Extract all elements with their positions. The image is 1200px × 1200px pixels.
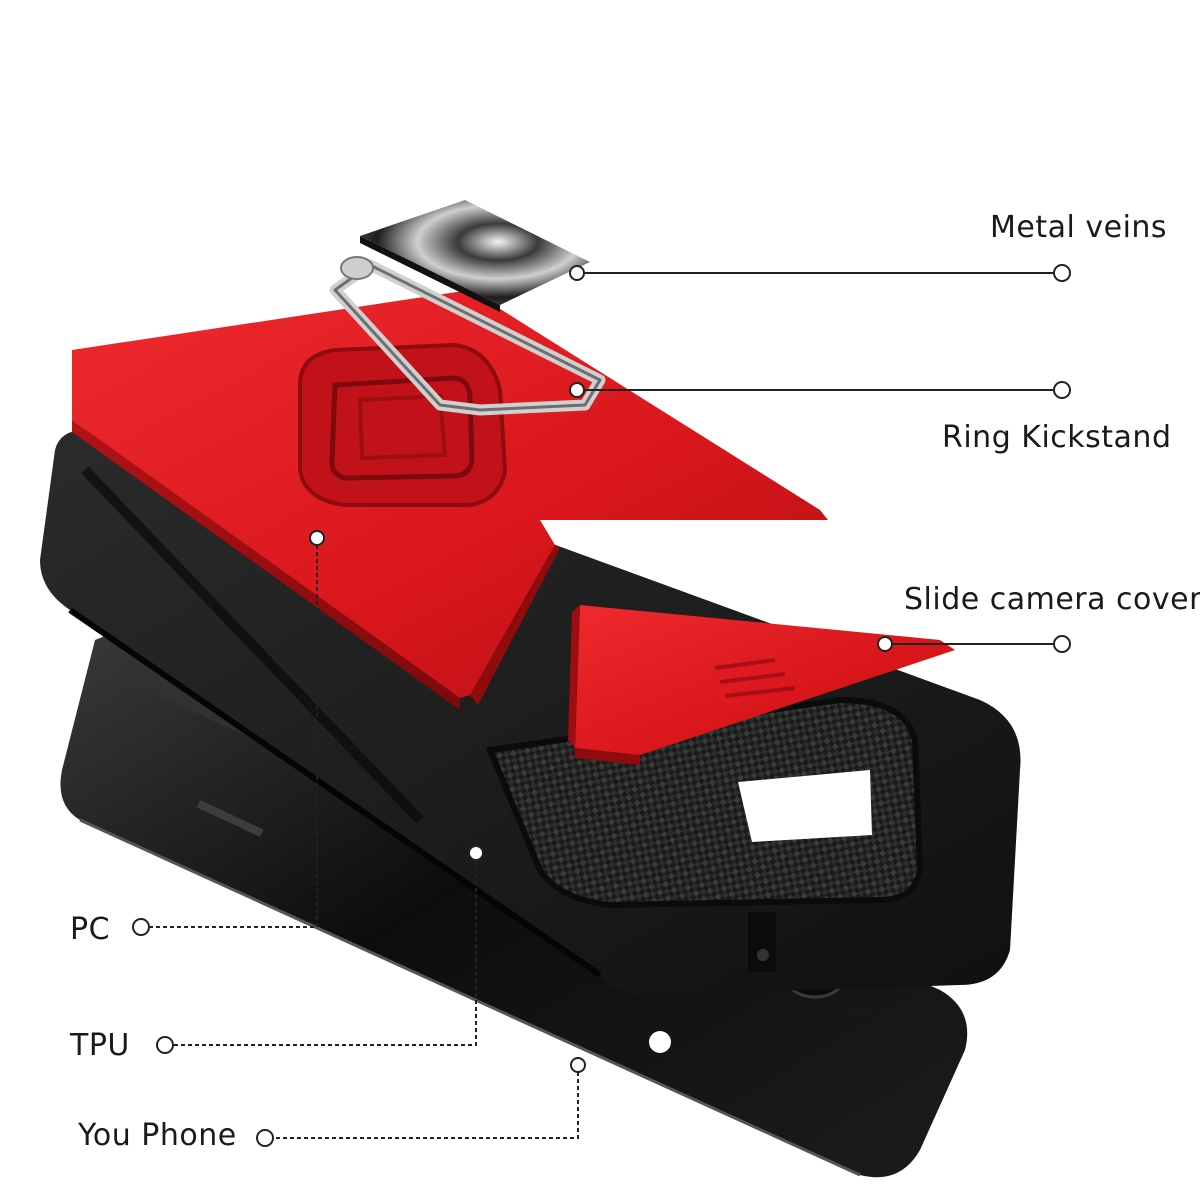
callout-ring-kickstand: Ring Kickstand: [942, 420, 1172, 455]
callout-anchor-dots: [309, 265, 893, 1073]
slide-camera-cover: [568, 605, 955, 765]
callout-pc: PC: [70, 912, 111, 947]
callout-metal-veins: Metal veins: [990, 210, 1168, 245]
metal-plate: [360, 200, 590, 312]
callout-lines: [148, 272, 1055, 1139]
pc-shell: [72, 290, 828, 710]
ring-kickstand: [329, 256, 606, 416]
callout-you-phone: You Phone: [78, 1118, 237, 1153]
callout-slide-camera-cover: Slide camera cover: [904, 582, 1200, 617]
callout-label-dots: [132, 264, 1071, 1147]
callout-tpu: TPU: [70, 1028, 130, 1063]
